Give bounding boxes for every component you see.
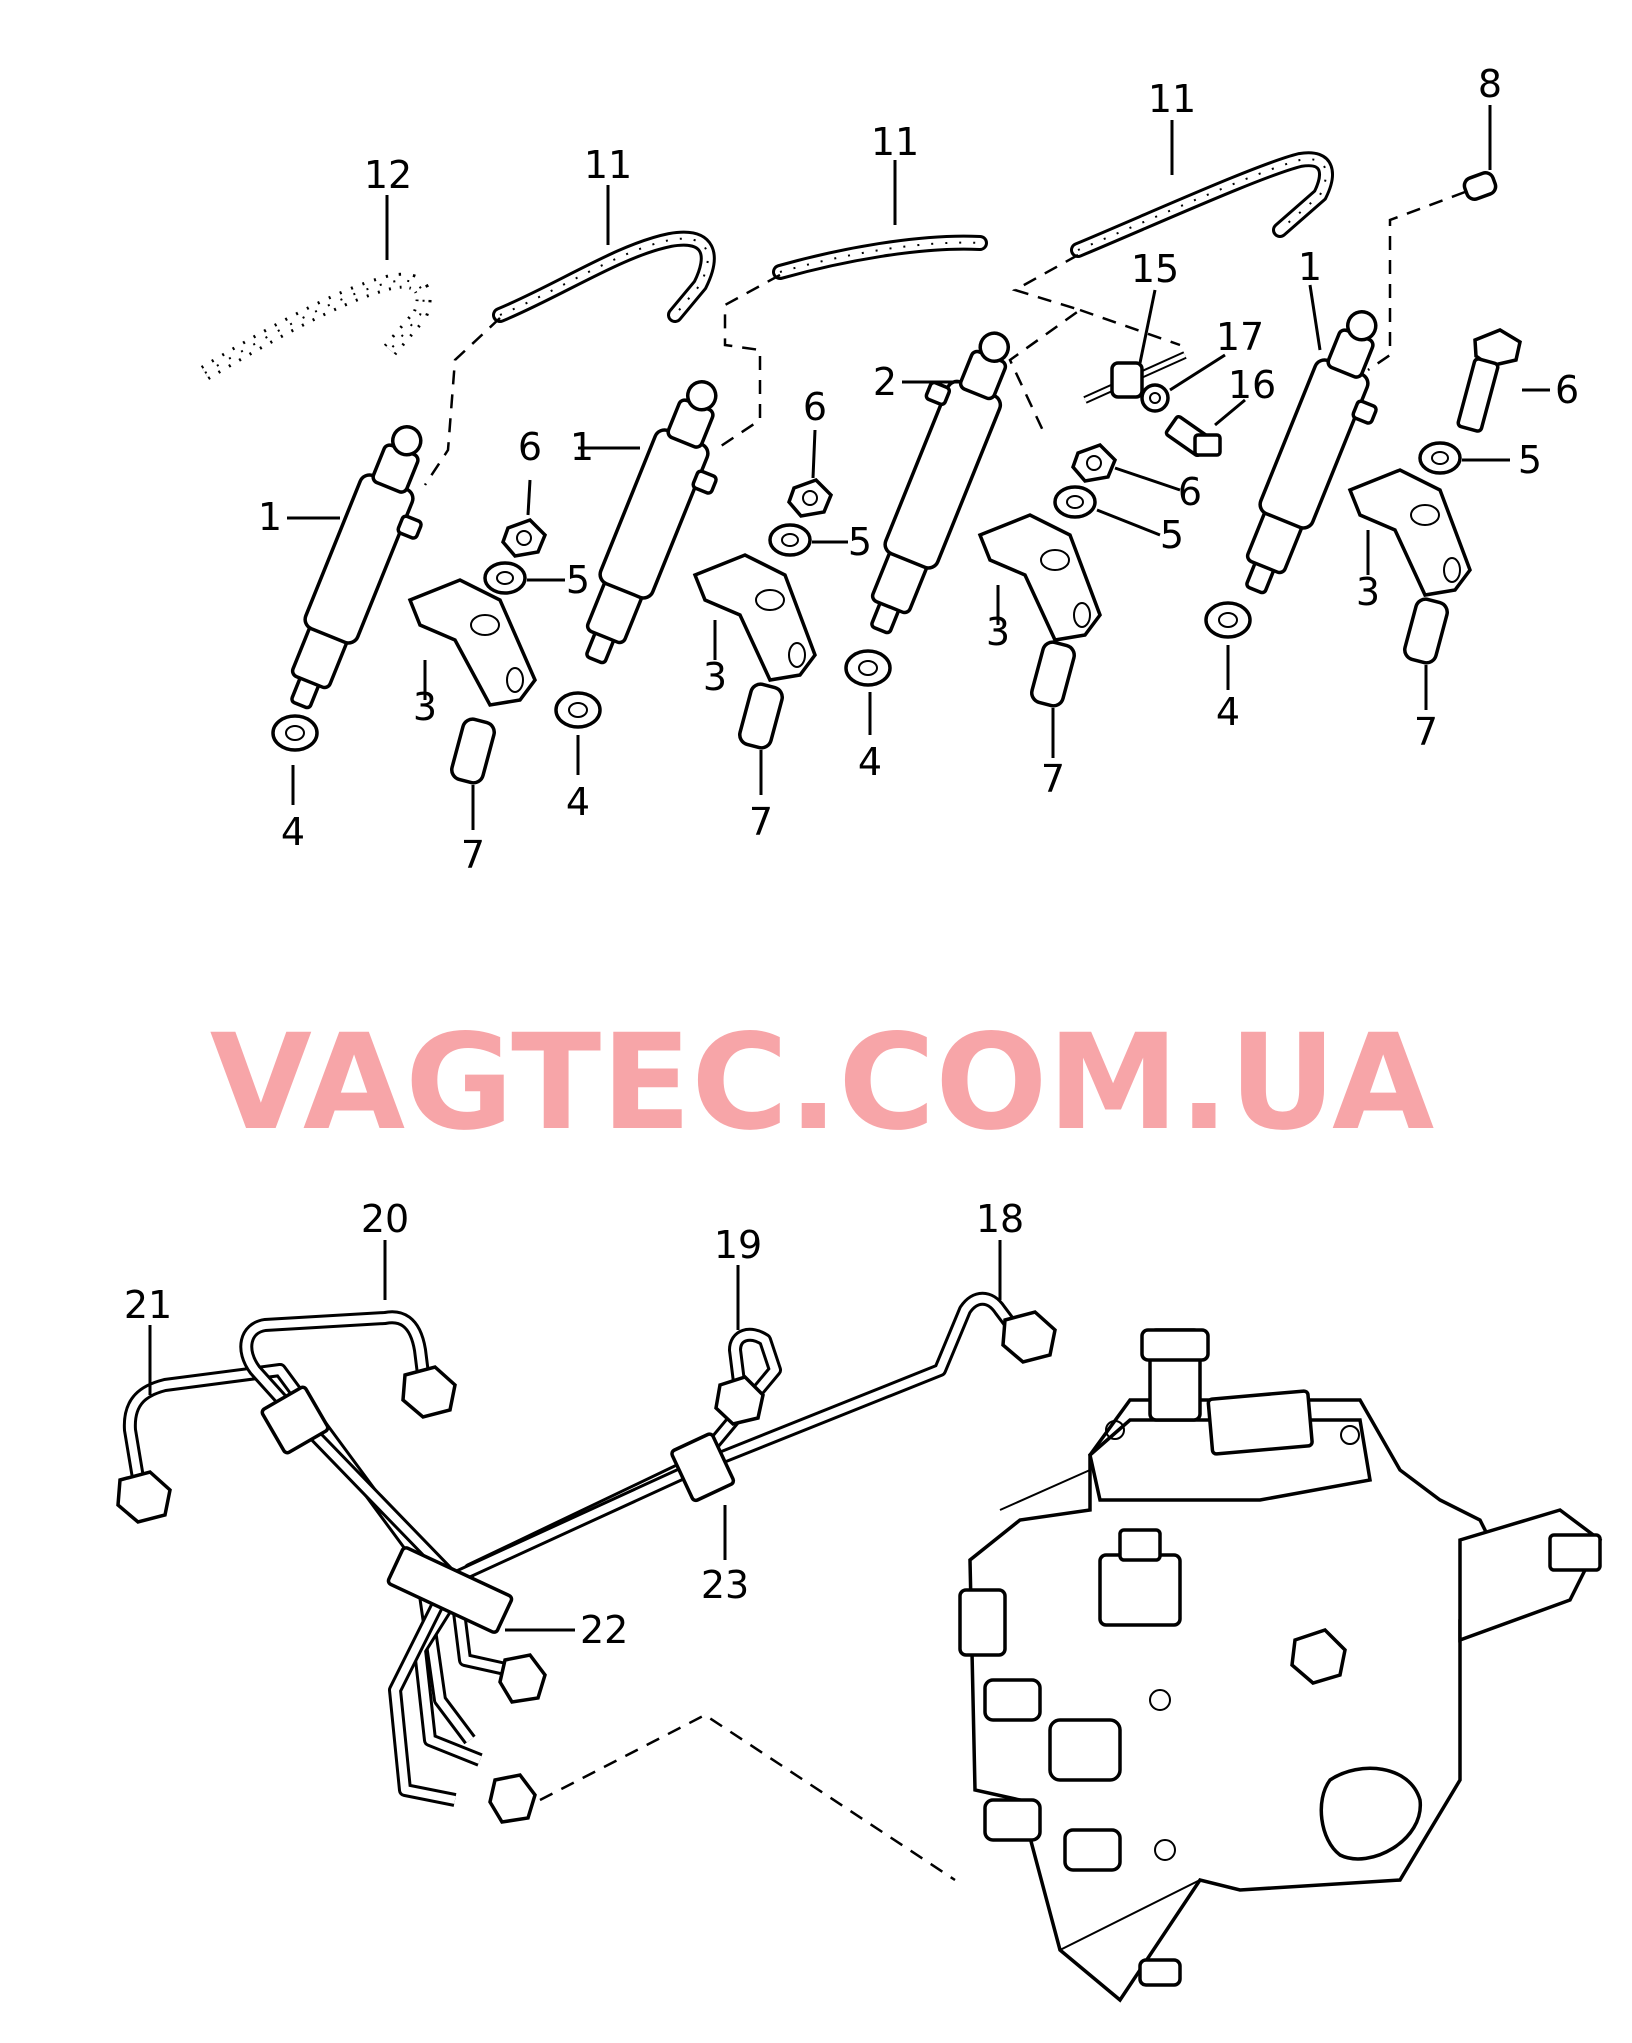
callout-7d: 7 xyxy=(1414,710,1438,754)
callout-4c: 4 xyxy=(858,740,882,784)
callout-20: 20 xyxy=(361,1197,409,1241)
callout-4d: 4 xyxy=(1216,690,1240,734)
pipe-clamp-23 xyxy=(670,1432,736,1503)
washer-5c xyxy=(1053,485,1097,519)
callout-8: 8 xyxy=(1478,62,1502,106)
callout-17: 17 xyxy=(1216,315,1264,359)
leak-off-hose-11c xyxy=(1070,151,1334,258)
bolt-6d xyxy=(1456,328,1522,433)
seal-17 xyxy=(1140,383,1170,413)
seal-4c xyxy=(844,649,892,687)
callout-6a: 6 xyxy=(518,425,542,469)
injector-1a xyxy=(290,425,423,710)
washer-5a xyxy=(483,561,527,595)
callout-11a: 11 xyxy=(584,143,632,187)
callout-3a: 3 xyxy=(413,685,437,729)
sleeve-7b xyxy=(738,682,784,750)
nut-6c xyxy=(1071,442,1118,483)
injector-1b xyxy=(585,380,718,665)
callout-5c: 5 xyxy=(1160,513,1184,557)
connection-lines xyxy=(423,190,1466,486)
callout-23: 23 xyxy=(701,1563,749,1607)
blanking-plug-8 xyxy=(1462,171,1498,201)
callout-15: 15 xyxy=(1131,247,1179,291)
callout-21: 21 xyxy=(124,1283,172,1327)
sleeve-7a xyxy=(450,717,496,785)
washer-5d xyxy=(1418,441,1462,475)
injector-1c xyxy=(1245,310,1378,595)
callout-4b: 4 xyxy=(566,780,590,824)
clamp-3c xyxy=(977,513,1102,642)
callout-5b: 5 xyxy=(848,520,872,564)
callout-11c: 11 xyxy=(1148,77,1196,121)
watermark-text: VAGTEC.COM.UA xyxy=(210,1006,1434,1160)
callout-3b: 3 xyxy=(703,655,727,699)
bolt-16 xyxy=(1164,414,1222,458)
pipe-nuts xyxy=(116,1310,1057,1824)
seal-4b xyxy=(554,691,602,729)
sleeve-7c xyxy=(1030,640,1076,708)
sleeve-7d xyxy=(1403,597,1449,665)
callout-6b: 6 xyxy=(803,385,827,429)
callout-12: 12 xyxy=(364,153,412,197)
callout-6c: 6 xyxy=(1178,470,1202,514)
callout-19: 19 xyxy=(714,1223,762,1267)
nut-6b xyxy=(787,477,834,518)
callout-labels: 12 11 11 11 8 15 17 16 1 1 2 1 6 6 6 6 5… xyxy=(124,62,1579,1652)
leak-off-hose-11a xyxy=(492,230,716,323)
callout-1c: 1 xyxy=(1298,245,1322,289)
callout-7a: 7 xyxy=(461,833,485,877)
pipe-clamp-22 xyxy=(386,1546,514,1634)
callout-5a: 5 xyxy=(566,558,590,602)
washer-5b xyxy=(768,523,812,557)
callout-18: 18 xyxy=(976,1197,1024,1241)
callout-3c: 3 xyxy=(986,610,1010,654)
callout-1b: 1 xyxy=(570,425,594,469)
leader-lines xyxy=(148,105,1550,1632)
callout-5d: 5 xyxy=(1518,438,1542,482)
callout-7b: 7 xyxy=(749,800,773,844)
injector-2 xyxy=(870,331,1011,635)
pipe-clamp-20 xyxy=(260,1385,330,1455)
callout-22: 22 xyxy=(580,1608,628,1652)
seal-4d xyxy=(1204,601,1252,639)
t-piece-15 xyxy=(1083,351,1187,404)
callout-1a: 1 xyxy=(258,495,282,539)
nut-6a xyxy=(501,517,548,558)
pipe-to-pump-line xyxy=(539,1713,956,1882)
clamp-3d xyxy=(1347,468,1472,597)
injection-pump xyxy=(958,1328,1603,2003)
leak-off-hose-11b xyxy=(772,234,988,280)
callout-3d: 3 xyxy=(1356,570,1380,614)
callout-6d: 6 xyxy=(1555,368,1579,412)
callout-4a: 4 xyxy=(281,810,305,854)
seal-4a xyxy=(271,714,319,752)
leak-off-hose-12 xyxy=(200,272,432,380)
clamp-3b xyxy=(692,553,817,682)
callout-7c: 7 xyxy=(1041,757,1065,801)
callout-16: 16 xyxy=(1228,363,1276,407)
injection-pipe-set xyxy=(122,1291,1021,1807)
clamp-3a xyxy=(407,578,538,707)
callout-2: 2 xyxy=(873,360,897,404)
callout-11b: 11 xyxy=(871,120,919,164)
